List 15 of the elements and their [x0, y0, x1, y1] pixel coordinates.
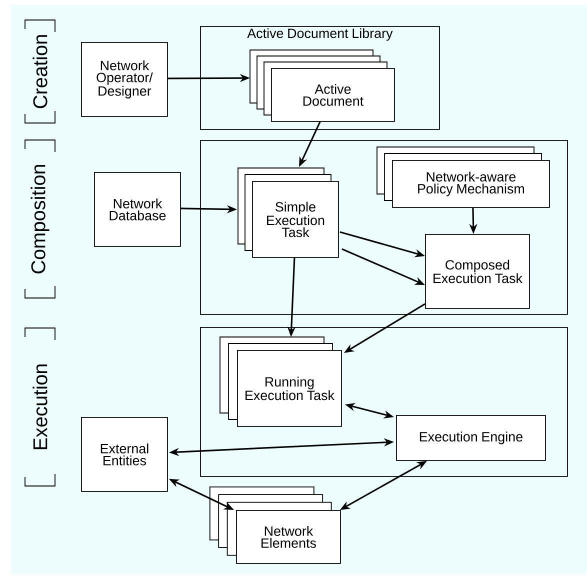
band-label: Execution	[32, 364, 48, 450]
group-box	[200, 327, 568, 477]
process-box: Network Operator/ Designer	[81, 42, 168, 117]
band-label: Composition	[30, 164, 50, 274]
process-box: External Entities	[81, 417, 168, 492]
stacked-box: Active Document	[250, 50, 395, 122]
group-box	[200, 140, 568, 315]
stacked-box: Simple Execution Task	[238, 168, 339, 258]
process-box: Composed Execution Task	[425, 234, 530, 309]
band-label: Creation	[32, 35, 48, 108]
process-box: Execution Engine	[396, 415, 546, 461]
stacked-box: Network Elements	[209, 486, 341, 564]
stacked-box: Running Execution Task	[220, 336, 342, 427]
process-box: Network Database	[94, 172, 181, 247]
stacked-box: Network-aware Policy Mechanism	[376, 146, 550, 208]
